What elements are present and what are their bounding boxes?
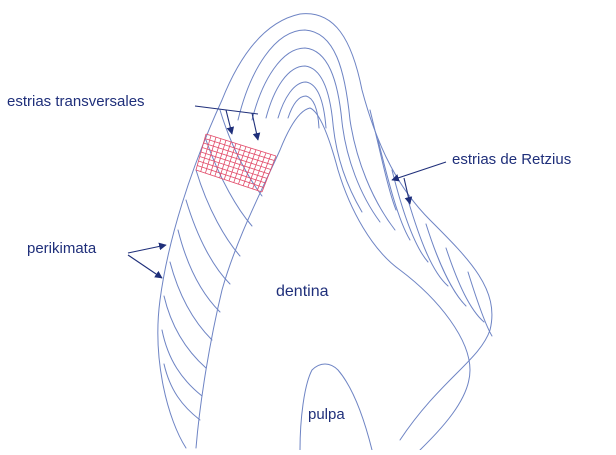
retzius-line — [170, 262, 212, 340]
label-perikimata: perikimata — [27, 241, 96, 256]
retzius-line — [220, 110, 262, 196]
label-estrias-de-retzius: estrias de Retzius — [452, 152, 571, 167]
retzius-line — [392, 170, 428, 262]
retzius-line — [446, 248, 484, 322]
transversales-arrow — [252, 113, 258, 140]
retzius-arrow — [392, 162, 446, 180]
label-dentina: dentina — [276, 284, 329, 300]
enamel-outline — [158, 14, 492, 448]
enamel-arch — [252, 48, 380, 222]
retzius-line — [468, 272, 492, 336]
retzius-line — [408, 200, 448, 286]
retzius-line — [178, 230, 220, 312]
enamel-arch — [238, 30, 395, 230]
perikimata-arrow — [128, 255, 162, 278]
dentin-outline — [196, 108, 470, 450]
perikimata-arrow — [128, 245, 166, 253]
retzius-arrow — [404, 178, 410, 204]
cross-striation-grid — [196, 134, 276, 192]
label-pulpa: pulpa — [308, 407, 345, 422]
label-estrias-transversales: estrias transversales — [7, 94, 145, 109]
retzius-line — [164, 296, 206, 368]
enamel-arch — [266, 66, 362, 212]
